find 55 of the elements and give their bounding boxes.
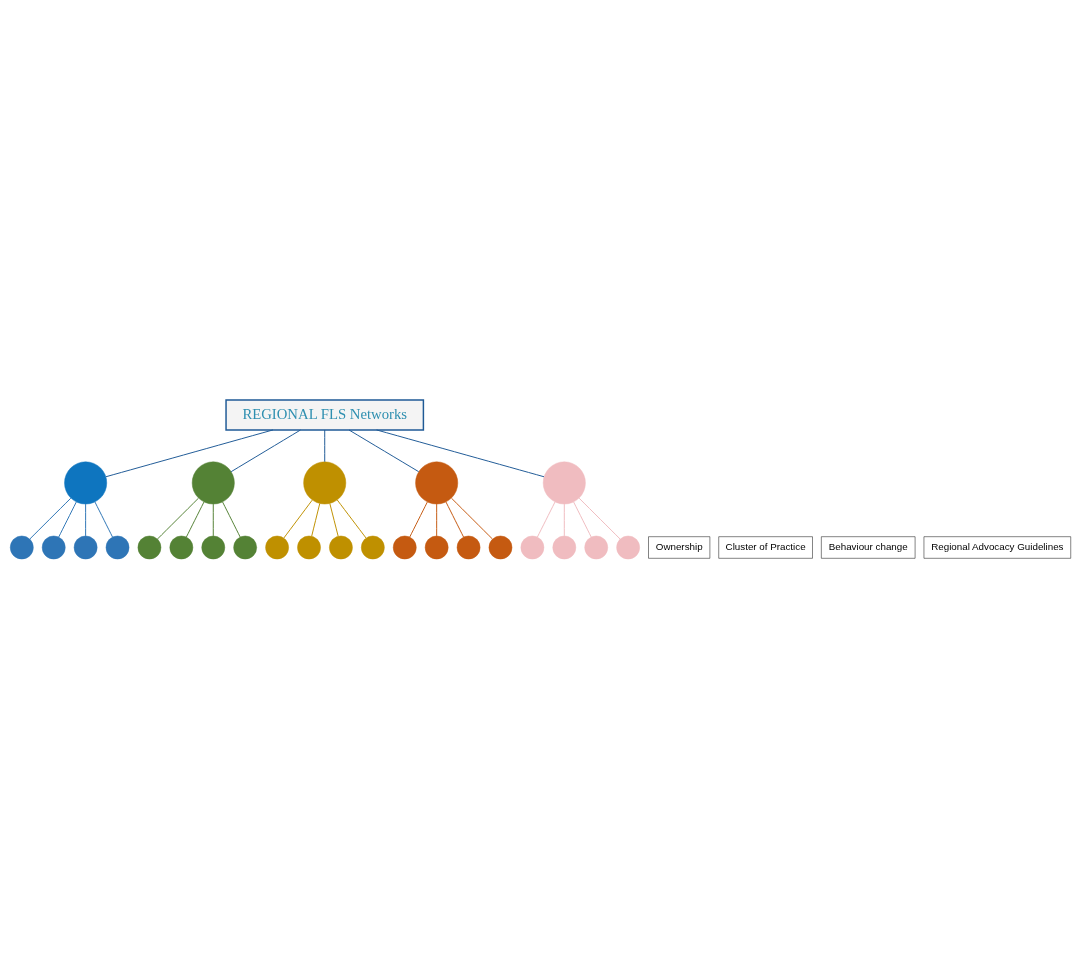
node-circle [542, 461, 586, 505]
node-circle [265, 535, 289, 560]
node-circle [64, 461, 107, 505]
connector [436, 503, 438, 537]
connector [222, 501, 241, 538]
connector [212, 503, 214, 537]
connector [157, 497, 199, 540]
node-circle [137, 535, 162, 560]
connector [311, 503, 321, 537]
connector [563, 503, 565, 537]
connector [578, 497, 621, 540]
node-circle [303, 461, 347, 505]
connector [283, 499, 313, 539]
connector [348, 429, 420, 473]
connector [58, 501, 77, 538]
node-circle [233, 535, 257, 560]
node-circle [191, 461, 235, 505]
connector [85, 503, 87, 537]
connector [329, 503, 339, 537]
node-circle [105, 535, 130, 560]
connector [230, 429, 302, 473]
node-box: Cluster of Practice [718, 536, 813, 559]
connector [409, 501, 428, 538]
connector [336, 499, 367, 539]
node-circle [520, 535, 545, 560]
node-circle [329, 535, 353, 560]
node-circle [488, 535, 513, 560]
node-box: Behaviour change [821, 536, 916, 559]
node-circle [73, 535, 98, 560]
connector [445, 501, 465, 538]
connector [185, 501, 205, 538]
connector [376, 429, 545, 478]
node-box: Regional Advocacy Guidelines [923, 536, 1071, 559]
node-circle [361, 535, 385, 560]
connector [324, 429, 326, 463]
connector [29, 497, 72, 540]
connector [105, 429, 274, 478]
node-circle [169, 535, 194, 560]
node-circle [424, 535, 449, 560]
node-circle [616, 535, 640, 560]
node-circle [297, 535, 321, 560]
connector [573, 501, 592, 538]
node-box: REGIONAL FLS Networks [225, 399, 425, 431]
connector [450, 497, 493, 540]
node-circle [456, 535, 481, 560]
node-circle [552, 535, 577, 560]
node-circle [392, 535, 417, 560]
node-circle [584, 535, 608, 560]
node-circle [415, 461, 458, 505]
node-circle [41, 535, 66, 560]
connector [536, 501, 556, 538]
node-circle [10, 535, 34, 560]
node-circle [201, 535, 226, 560]
connector [94, 501, 113, 538]
node-box: Ownership [648, 536, 711, 559]
